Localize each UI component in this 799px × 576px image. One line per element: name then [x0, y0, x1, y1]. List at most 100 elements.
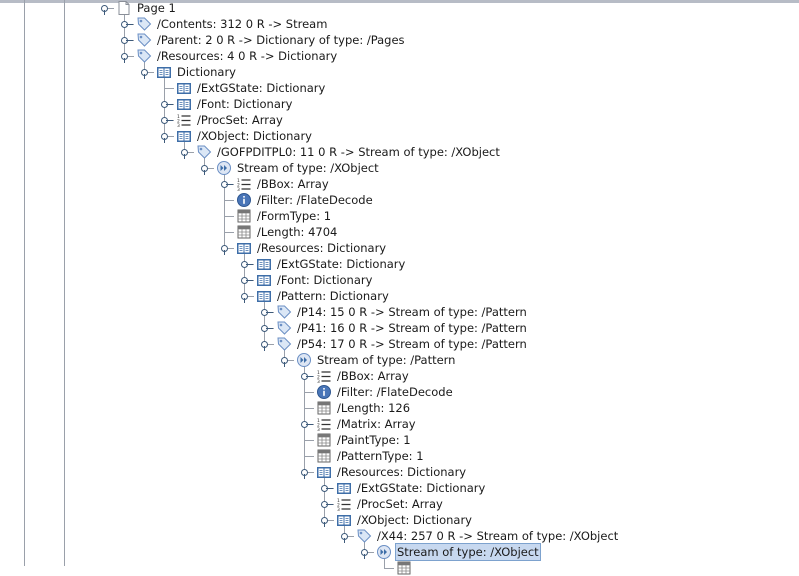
- tree-node[interactable]: /XObject: Dictionary: [176, 128, 313, 144]
- expand-handle[interactable]: [301, 373, 313, 380]
- collapse-handle[interactable]: [161, 133, 168, 143]
- tree-connector-horizontal: [364, 552, 374, 553]
- collapse-handle[interactable]: [181, 149, 188, 159]
- svg-text:2: 2: [317, 423, 320, 429]
- tree-node[interactable]: /PatternType: 1: [316, 448, 425, 464]
- expand-handle[interactable]: [321, 485, 333, 492]
- tree-node[interactable]: /ExtGState: Dictionary: [336, 480, 486, 496]
- number-icon: [237, 225, 251, 239]
- svg-text:3: 3: [237, 187, 240, 192]
- tree-node[interactable]: /GOFPDITPL0: 11 0 R -> Stream of type: /…: [196, 144, 501, 160]
- tree-node[interactable]: /Font: Dictionary: [176, 96, 293, 112]
- collapse-handle[interactable]: [361, 549, 368, 559]
- tree-node[interactable]: /P41: 16 0 R -> Stream of type: /Pattern: [276, 320, 528, 336]
- collapse-handle[interactable]: [101, 5, 108, 15]
- tree-node[interactable]: /Contents: 312 0 R -> Stream: [136, 16, 328, 32]
- dictionary-icon: [257, 275, 271, 286]
- tree-connector-horizontal: [164, 104, 174, 105]
- tree-connector-horizontal: [304, 408, 314, 409]
- tree-node[interactable]: /ExtGState: Dictionary: [256, 256, 406, 272]
- tree-node[interactable]: /Length: 4704: [236, 224, 338, 240]
- tree-node[interactable]: /Parent: 2 0 R -> Dictionary of type: /P…: [136, 32, 406, 48]
- collapse-handle[interactable]: [221, 245, 228, 255]
- tree-node[interactable]: [396, 560, 418, 576]
- tree-node[interactable]: Page 1: [116, 0, 177, 16]
- tree-connector-horizontal: [104, 8, 114, 9]
- tree-connector-vertical: [284, 348, 285, 360]
- tree-node[interactable]: /Font: Dictionary: [256, 272, 373, 288]
- svg-text:3: 3: [317, 379, 320, 384]
- tree-node[interactable]: /P14: 15 0 R -> Stream of type: /Pattern: [276, 304, 528, 320]
- tree-node[interactable]: /Filter: /FlateDecode: [236, 192, 374, 208]
- tree-node[interactable]: /Resources: 4 0 R -> Dictionary: [136, 48, 338, 64]
- info-icon: [317, 385, 331, 399]
- expand-handle[interactable]: [301, 421, 313, 428]
- tree-node[interactable]: /PaintType: 1: [316, 432, 412, 448]
- tree-node[interactable]: Stream of type: /Pattern: [296, 352, 456, 368]
- reference-icon: [277, 305, 292, 319]
- expand-handle[interactable]: [161, 101, 173, 108]
- expand-handle[interactable]: [121, 37, 133, 44]
- tree-connector-horizontal: [164, 136, 174, 137]
- collapse-handle[interactable]: [341, 533, 348, 543]
- tree-node-label: /Matrix: Array: [337, 417, 416, 431]
- expand-handle[interactable]: [321, 501, 333, 508]
- tree-connector-vertical: [364, 540, 365, 552]
- tree-connector-horizontal: [244, 264, 254, 265]
- number-icon: [317, 449, 331, 463]
- tree-node[interactable]: /Length: 126: [316, 400, 411, 416]
- tree-node[interactable]: /P54: 17 0 R -> Stream of type: /Pattern: [276, 336, 528, 352]
- expand-handle[interactable]: [261, 309, 273, 316]
- collapse-handle[interactable]: [321, 517, 328, 527]
- reference-icon: [197, 145, 212, 159]
- tree-node-label: /Length: 4704: [257, 225, 338, 239]
- tree-connector-horizontal: [124, 56, 134, 57]
- svg-text:3: 3: [177, 123, 180, 128]
- stream-icon: [377, 545, 391, 559]
- tree-node[interactable]: Dictionary: [156, 64, 237, 80]
- collapse-handle[interactable]: [201, 165, 208, 175]
- expand-handle[interactable]: [121, 21, 133, 28]
- collapse-handle[interactable]: [121, 53, 128, 63]
- tree-node[interactable]: /XObject: Dictionary: [336, 512, 473, 528]
- tree-node-label: /Filter: /FlateDecode: [337, 385, 453, 399]
- tree-node[interactable]: Stream of type: /XObject: [376, 543, 541, 561]
- tree-node[interactable]: /X44: 257 0 R -> Stream of type: /XObjec…: [356, 528, 619, 544]
- tree-node-label: /Resources: Dictionary: [257, 241, 387, 255]
- expand-handle[interactable]: [161, 117, 173, 124]
- collapse-handle[interactable]: [141, 69, 148, 79]
- tree-node[interactable]: /Pattern: Dictionary: [256, 288, 390, 304]
- collapse-handle[interactable]: [281, 357, 288, 367]
- array-icon: 123: [337, 498, 351, 512]
- tree-connector-horizontal: [124, 24, 134, 25]
- collapse-handle[interactable]: [241, 293, 248, 303]
- tree-node[interactable]: /Filter: /FlateDecode: [316, 384, 454, 400]
- svg-text:1: 1: [317, 370, 320, 376]
- expand-handle[interactable]: [241, 261, 253, 268]
- expand-handle[interactable]: [241, 277, 253, 284]
- tree-connector-vertical: [204, 156, 205, 168]
- tree-node[interactable]: Stream of type: /XObject: [216, 160, 380, 176]
- svg-text:3: 3: [337, 507, 340, 512]
- collapse-handle[interactable]: [301, 469, 308, 479]
- expand-handle[interactable]: [221, 181, 233, 188]
- expand-handle[interactable]: [261, 325, 273, 332]
- tree-node[interactable]: /Resources: Dictionary: [236, 240, 387, 256]
- tree-connector-vertical: [324, 476, 325, 520]
- tree-connector-horizontal: [224, 184, 234, 185]
- tree-node[interactable]: /ExtGState: Dictionary: [176, 80, 326, 96]
- collapse-handle[interactable]: [261, 341, 268, 351]
- number-icon: [397, 561, 411, 575]
- dictionary-icon: [337, 515, 351, 526]
- tree-node-label: /ExtGState: Dictionary: [277, 257, 406, 271]
- tree-connector-horizontal: [144, 72, 154, 73]
- tree-node[interactable]: /FormType: 1: [236, 208, 332, 224]
- tree-node[interactable]: /Resources: Dictionary: [316, 464, 467, 480]
- tree-connector-horizontal: [224, 200, 234, 201]
